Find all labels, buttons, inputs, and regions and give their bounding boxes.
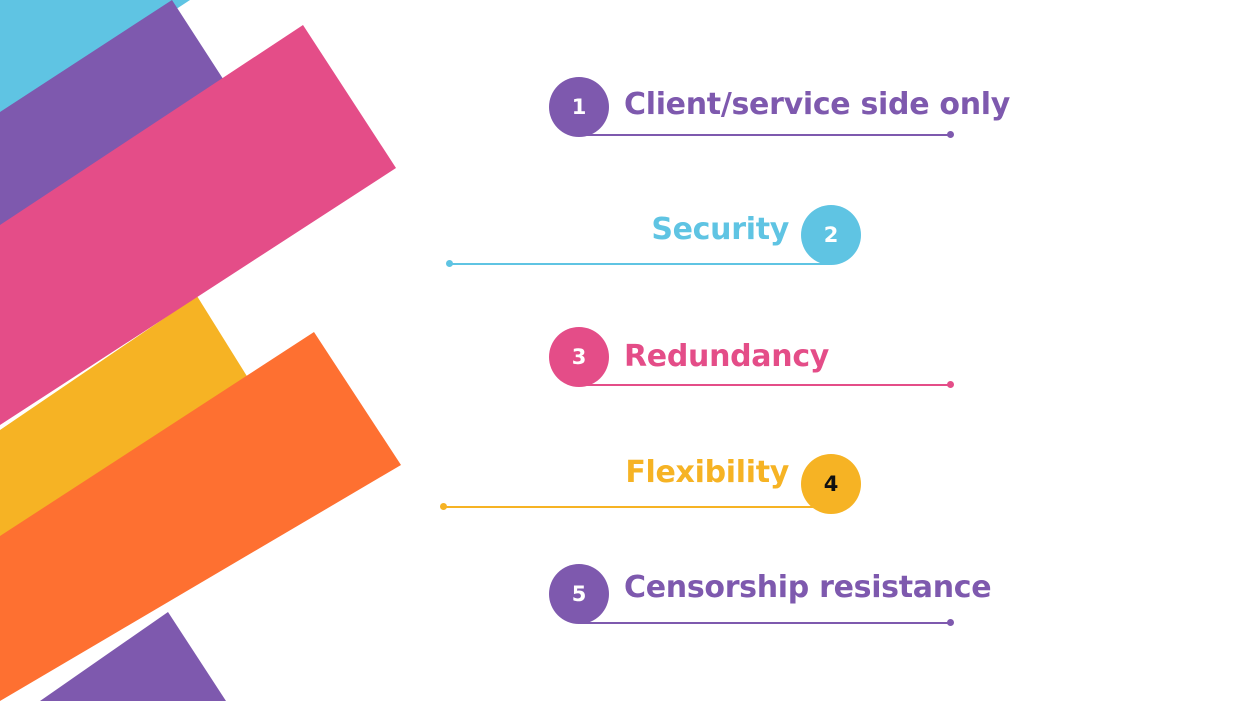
underline <box>450 263 830 265</box>
number-badge: 2 <box>801 205 861 265</box>
stripe-pink <box>0 25 396 425</box>
stripe-purple-top <box>0 0 227 240</box>
underline <box>580 134 951 136</box>
item-label: Client/service side only <box>624 87 1011 122</box>
number-badge: 1 <box>549 77 609 137</box>
number-badge: 3 <box>549 327 609 387</box>
item-label: Censorship resistance <box>624 570 992 605</box>
underline <box>580 622 951 624</box>
stripe-orange <box>0 332 401 701</box>
line-end-dot <box>440 503 447 510</box>
line-end-dot <box>947 381 954 388</box>
item-label: Flexibility <box>625 455 789 490</box>
underline <box>580 384 951 386</box>
stripe-yellow <box>0 296 268 550</box>
stripe-purple-bottom <box>40 612 226 701</box>
line-end-dot <box>947 131 954 138</box>
underline <box>443 506 830 508</box>
line-end-dot <box>947 619 954 626</box>
line-end-dot <box>446 260 453 267</box>
number-badge: 5 <box>549 564 609 624</box>
number-badge: 4 <box>801 454 861 514</box>
item-label: Redundancy <box>624 339 830 374</box>
item-label: Security <box>651 212 789 247</box>
